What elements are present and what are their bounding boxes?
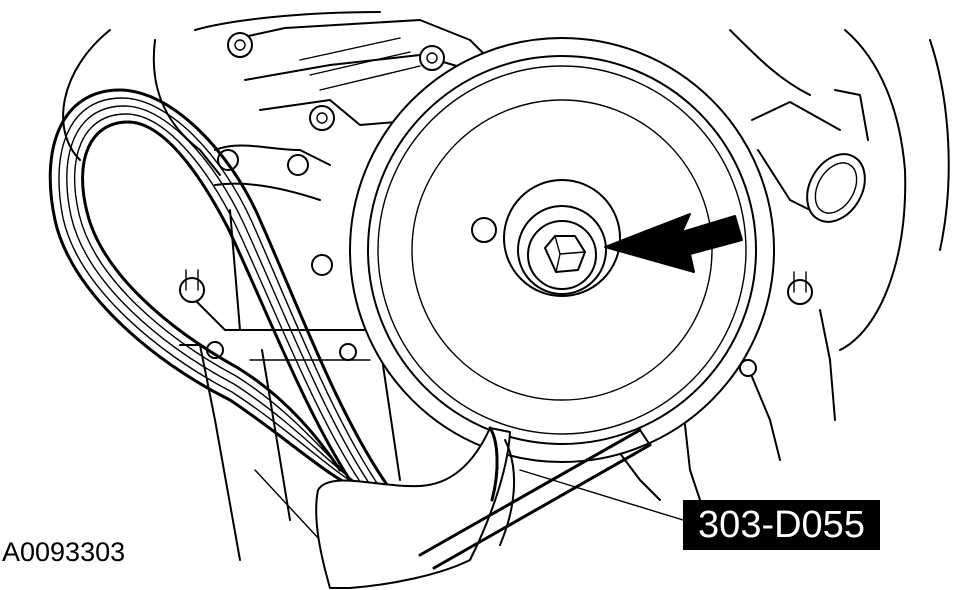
figure-id-label: A0093303 bbox=[2, 537, 126, 567]
drive-belt bbox=[48, 88, 394, 497]
bolt-center bbox=[234, 39, 246, 51]
special-tool bbox=[315, 426, 652, 589]
pulley-groove bbox=[377, 65, 747, 435]
callout-leader-line bbox=[519, 469, 684, 521]
bolt bbox=[739, 359, 757, 377]
bolt bbox=[311, 254, 333, 276]
stud bbox=[793, 271, 807, 293]
bolt bbox=[419, 45, 445, 71]
bolt bbox=[227, 32, 253, 58]
pointer-arrow bbox=[604, 213, 743, 273]
bolt-center bbox=[316, 112, 328, 124]
crank-bolt-facets bbox=[554, 235, 586, 273]
engine-block bbox=[62, 11, 950, 561]
pulley-hub-ring bbox=[411, 99, 713, 401]
pulley-hole bbox=[471, 217, 497, 243]
tool-callout-label: 303-D055 bbox=[683, 500, 880, 550]
crank-hub-inner bbox=[517, 205, 607, 295]
crank-washer bbox=[527, 220, 597, 290]
bolt bbox=[339, 343, 357, 361]
bolt bbox=[309, 105, 335, 131]
bolt bbox=[787, 279, 813, 305]
pulley-inner-rim bbox=[367, 55, 757, 445]
bolt bbox=[287, 154, 309, 176]
bolt bbox=[179, 277, 205, 303]
stud bbox=[185, 269, 199, 291]
coolant-outlet bbox=[751, 101, 866, 223]
bolt-center bbox=[426, 52, 438, 64]
crankshaft-pulley bbox=[349, 37, 775, 463]
